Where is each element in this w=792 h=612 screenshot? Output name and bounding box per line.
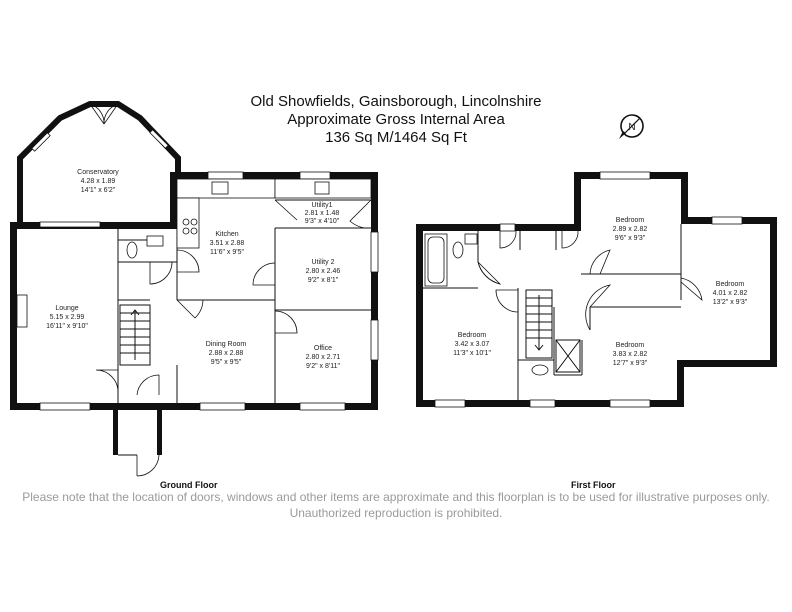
svg-text:Bedroom: Bedroom	[458, 332, 487, 339]
svg-text:12'7" x 9'3": 12'7" x 9'3"	[613, 360, 648, 367]
north-arrow-icon: N	[619, 114, 644, 139]
svg-text:Office: Office	[314, 345, 332, 352]
svg-text:2.81 x 1.48: 2.81 x 1.48	[305, 210, 340, 217]
room-label-bedroom-3: Bedroom 3.42 x 3.07 11'3" x 10'1"	[453, 332, 491, 357]
svg-text:5.15 x 2.99: 5.15 x 2.99	[50, 314, 85, 321]
svg-text:4.01 x 2.82: 4.01 x 2.82	[713, 290, 748, 297]
svg-text:2.88 x 2.88: 2.88 x 2.88	[209, 350, 244, 357]
room-label-utility2: Utility 2 2.80 x 2.46 9'2" x 8'1"	[306, 259, 341, 284]
room-label-kitchen: Kitchen 3.51 x 2.88 11'6" x 9'5"	[210, 231, 245, 256]
room-label-utility1: Utility1 2.81 x 1.48 9'3" x 4'10"	[305, 202, 340, 225]
plan-title-area-label: Approximate Gross Internal Area	[287, 111, 505, 128]
svg-text:13'2" x 9'3": 13'2" x 9'3"	[713, 299, 748, 306]
room-label-bedroom-1: Bedroom 2.89 x 2.82 9'6" x 9'3"	[613, 217, 648, 242]
ground-floor-stairs	[119, 304, 151, 366]
room-label-conservatory: Conservatory 4.28 x 1.89 14'1" x 6'2"	[77, 169, 119, 194]
room-label-dining-room: Dining Room 2.88 x 2.88 9'5" x 9'5"	[206, 341, 247, 366]
svg-text:2.89 x 2.82: 2.89 x 2.82	[613, 226, 648, 233]
compass-letter: N	[628, 122, 635, 133]
svg-text:Bedroom: Bedroom	[616, 342, 645, 349]
svg-text:11'6" x 9'5": 11'6" x 9'5"	[210, 249, 244, 256]
svg-text:9'5" x 9'5": 9'5" x 9'5"	[211, 359, 242, 366]
svg-text:11'3" x 10'1": 11'3" x 10'1"	[453, 350, 491, 357]
plan-title-area-value: 136 Sq M/1464 Sq Ft	[325, 129, 467, 146]
plan-title-address: Old Showfields, Gainsborough, Lincolnshi…	[250, 93, 542, 110]
room-label-bedroom-2: Bedroom 4.01 x 2.82 13'2" x 9'3"	[713, 281, 748, 306]
svg-text:Bedroom: Bedroom	[616, 217, 645, 224]
first-floor-plan	[416, 171, 777, 408]
room-label-lounge: Lounge 5.15 x 2.99 16'11" x 9'10"	[46, 305, 88, 330]
svg-text:9'2" x 8'11": 9'2" x 8'11"	[306, 363, 340, 370]
svg-text:3.42 x 3.07: 3.42 x 3.07	[455, 341, 490, 348]
svg-text:Utility1: Utility1	[311, 202, 332, 209]
svg-text:Lounge: Lounge	[55, 305, 78, 312]
svg-text:9'2" x 8'1": 9'2" x 8'1"	[308, 277, 339, 284]
svg-text:2.80 x 2.71: 2.80 x 2.71	[306, 354, 341, 361]
svg-text:14'1" x 6'2": 14'1" x 6'2"	[81, 187, 116, 194]
svg-text:4.28 x 1.89: 4.28 x 1.89	[81, 178, 116, 185]
room-label-bedroom-4: Bedroom 3.83 x 2.82 12'7" x 9'3"	[613, 342, 648, 367]
porch	[113, 374, 162, 477]
room-label-office: Office 2.80 x 2.71 9'2" x 8'11"	[306, 345, 341, 370]
first-floor-label: First Floor	[571, 480, 616, 490]
svg-text:Utility 2: Utility 2	[312, 259, 335, 266]
ground-floor-plan	[10, 101, 379, 477]
disclaimer-text: Please note that the location of doors, …	[22, 490, 770, 520]
svg-text:3.83 x 2.82: 3.83 x 2.82	[613, 351, 648, 358]
svg-text:Kitchen: Kitchen	[215, 231, 238, 238]
svg-text:Dining Room: Dining Room	[206, 341, 247, 348]
svg-text:3.51 x 2.88: 3.51 x 2.88	[210, 240, 245, 247]
ground-floor-label: Ground Floor	[160, 480, 218, 490]
svg-text:2.80 x 2.46: 2.80 x 2.46	[306, 268, 341, 275]
svg-text:16'11" x 9'10": 16'11" x 9'10"	[46, 323, 88, 330]
first-floor-stairs	[525, 289, 581, 373]
svg-text:Bedroom: Bedroom	[716, 281, 745, 288]
svg-text:Conservatory: Conservatory	[77, 169, 119, 176]
svg-text:9'3" x 4'10": 9'3" x 4'10"	[305, 218, 340, 225]
svg-text:9'6" x 9'3": 9'6" x 9'3"	[615, 235, 646, 242]
conservatory-walls	[17, 101, 181, 222]
